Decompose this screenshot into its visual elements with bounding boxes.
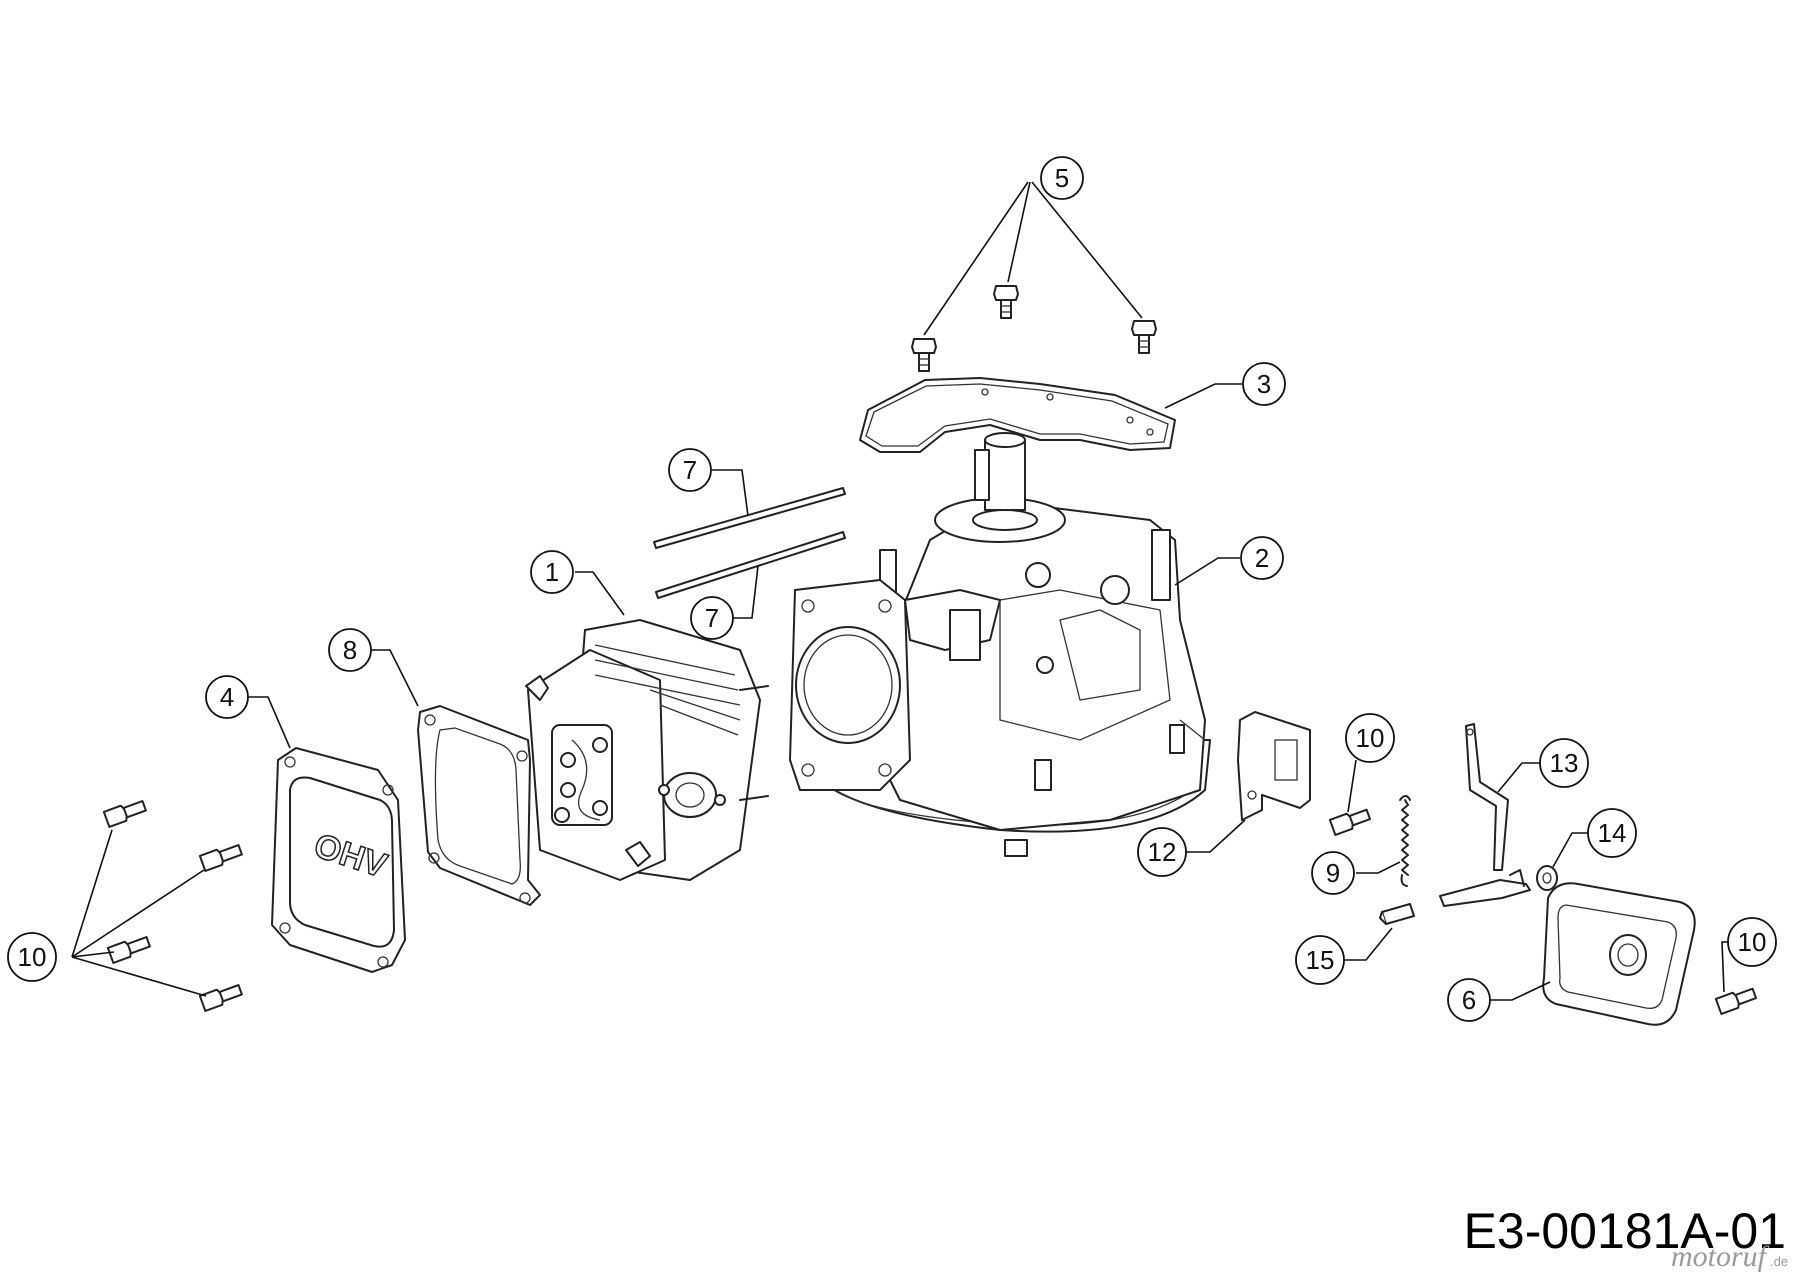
callout-3: 3 <box>1242 362 1286 406</box>
part-3-gasket-plate <box>859 377 1176 453</box>
svg-text:14: 14 <box>1598 818 1627 848</box>
part-10-bolts <box>102 800 1758 1015</box>
part-15-key <box>1379 903 1415 925</box>
svg-text:12: 12 <box>1148 837 1177 867</box>
svg-text:1: 1 <box>545 557 559 587</box>
svg-text:8: 8 <box>343 635 357 665</box>
watermark-suffix: .de <box>1770 1254 1788 1269</box>
svg-text:9: 9 <box>1326 858 1340 888</box>
callout-7-lower: 7 <box>690 596 734 640</box>
part-6-air-cover <box>1542 882 1696 1026</box>
svg-text:4: 4 <box>220 682 234 712</box>
callout-10-left: 10 <box>7 932 57 982</box>
leader-lines <box>71 181 1728 1001</box>
callout-13: 13 <box>1539 738 1589 788</box>
part-4-valve-cover: OHV <box>271 747 406 973</box>
svg-text:7: 7 <box>705 603 719 633</box>
callout-12: 12 <box>1137 827 1187 877</box>
svg-text:10: 10 <box>1356 723 1385 753</box>
callout-15: 15 <box>1295 935 1345 985</box>
svg-text:6: 6 <box>1462 985 1476 1015</box>
svg-text:10: 10 <box>1738 927 1767 957</box>
callout-6: 6 <box>1447 978 1491 1022</box>
svg-text:7: 7 <box>683 455 697 485</box>
svg-text:5: 5 <box>1055 163 1069 193</box>
part-9-spring <box>1399 795 1411 887</box>
svg-text:10: 10 <box>18 942 47 972</box>
part-7-push-rods <box>653 487 846 599</box>
svg-text:15: 15 <box>1306 945 1335 975</box>
svg-text:2: 2 <box>1255 543 1269 573</box>
callout-10-middle: 10 <box>1345 713 1395 763</box>
part-13-lever <box>1439 723 1531 907</box>
part-5-bolts <box>911 285 1157 372</box>
callout-1: 1 <box>530 550 574 594</box>
callout-8: 8 <box>328 628 372 672</box>
svg-text:13: 13 <box>1550 748 1579 778</box>
callout-9: 9 <box>1311 851 1355 895</box>
callout-14: 14 <box>1587 808 1637 858</box>
part-14-washer <box>1536 865 1558 891</box>
drawing-code: E3-00181A-01 <box>1464 1203 1786 1259</box>
part-12-bracket <box>1237 711 1311 821</box>
callout-7-upper: 7 <box>668 448 712 492</box>
part-8-head-gasket <box>417 705 541 906</box>
callout-2: 2 <box>1240 536 1284 580</box>
callout-5: 5 <box>1040 156 1084 200</box>
callout-10-right: 10 <box>1727 917 1777 967</box>
watermark: motoruf <box>1671 1240 1770 1272</box>
svg-text:3: 3 <box>1257 369 1271 399</box>
part-1-cylinder-head <box>525 619 769 881</box>
part-2-engine-block <box>789 432 1211 857</box>
callout-4: 4 <box>205 675 249 719</box>
